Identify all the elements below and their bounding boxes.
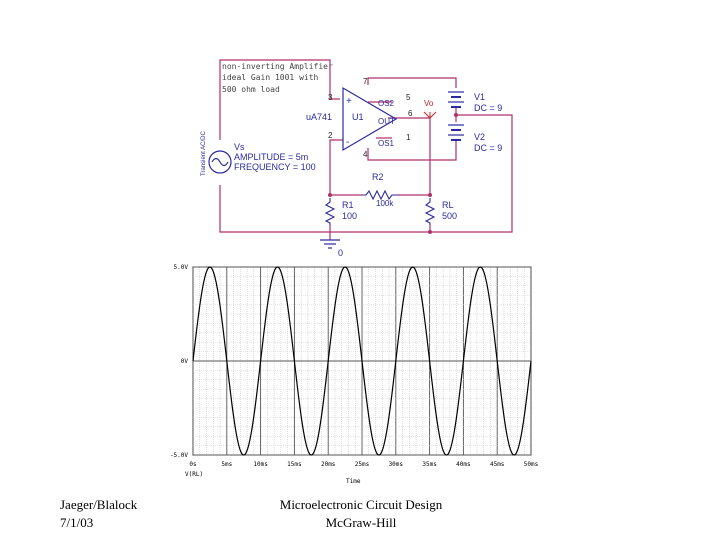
opamp-pin2: 2 xyxy=(328,131,333,140)
resistor-r2-icon xyxy=(362,189,398,201)
probe-label: Vo xyxy=(424,99,434,108)
footer-date: 7/1/03 xyxy=(60,515,94,530)
x-tick-label: 45ms xyxy=(490,461,505,468)
x-tick-label: 10ms xyxy=(253,461,268,468)
opamp-ref-label: U1 xyxy=(352,112,364,122)
opamp-minus-sign: - xyxy=(346,137,349,148)
vs-frequency: FREQUENCY = 100 xyxy=(234,162,316,172)
vs-side-label: Transient AC/DC xyxy=(201,131,207,176)
schematic-title-line-2: ideal Gain 1001 with xyxy=(222,73,319,82)
opamp-u1 xyxy=(342,86,398,152)
x-tick-label: 50ms xyxy=(524,461,539,468)
series-line xyxy=(192,266,532,456)
vs-amplitude: AMPLITUDE = 5m xyxy=(234,152,308,162)
ground-icon xyxy=(320,239,340,249)
legend-entry: V(RL) xyxy=(185,471,203,478)
opamp-plus-sign: + xyxy=(346,96,352,107)
plot-axes: 0s 5ms 10ms 15ms 20ms 25ms 30ms 35ms 40ms 45ms 50m… xyxy=(170,264,539,468)
circuit-schematic: non-inverting Amplifier ideal Gain 1001 … xyxy=(201,59,513,258)
x-tick-label: 0s xyxy=(189,461,197,468)
opamp-pin6: 6 xyxy=(408,109,413,118)
x-tick-label: 15ms xyxy=(287,461,302,468)
x-axis-label: Time xyxy=(346,478,361,485)
opamp-pin1: 1 xyxy=(406,133,411,142)
schematic-title-line-1: non-inverting Amplifier xyxy=(222,62,333,71)
opamp-model-label: uA741 xyxy=(306,112,332,122)
battery-v1-icon xyxy=(448,91,464,108)
wires xyxy=(219,59,513,240)
footer-left: Jaeger/Blalock 7/1/03 xyxy=(60,496,137,532)
y-tick-label: 0V xyxy=(181,358,189,365)
footer-center: Microelectronic Circuit Design McGraw-Hi… xyxy=(266,496,456,532)
footer-authors: Jaeger/Blalock xyxy=(60,497,138,512)
ground-label: 0 xyxy=(338,248,343,258)
y-tick-label: -5.0V xyxy=(170,452,188,459)
battery-v2-icon xyxy=(448,124,464,141)
ac-source-icon xyxy=(208,150,232,174)
x-tick-label: 40ms xyxy=(456,461,471,468)
opamp-pin7: 7 xyxy=(363,77,368,86)
schematic-title-line-3: 500 ohm load xyxy=(222,85,280,94)
r2-value: 100k xyxy=(376,199,394,208)
opamp-pin4: 4 xyxy=(363,150,368,159)
junction-dots xyxy=(328,113,458,234)
v1-name: V1 xyxy=(474,92,485,102)
resistor-r1-icon xyxy=(324,198,336,225)
plot-grid xyxy=(192,266,532,456)
x-tick-label: 25ms xyxy=(355,461,370,468)
v1-value: DC = 9 xyxy=(474,103,502,113)
v2-name: V2 xyxy=(474,132,485,142)
vs-name: Vs xyxy=(234,142,245,152)
rl-name: RL xyxy=(442,200,454,210)
voltage-probe-icon xyxy=(423,111,437,119)
x-tick-label: 35ms xyxy=(422,461,437,468)
opamp-pin5: 5 xyxy=(406,93,411,102)
x-tick-label: 5ms xyxy=(221,461,232,468)
y-tick-label: 5.0V xyxy=(174,264,189,271)
footer-publisher: McGraw-Hill xyxy=(325,515,397,530)
x-tick-label: 30ms xyxy=(389,461,404,468)
rl-value: 500 xyxy=(442,211,457,221)
r1-value: 100 xyxy=(342,211,357,221)
opamp-pin3: 3 xyxy=(328,93,333,102)
opamp-os1-label: OS1 xyxy=(378,139,395,148)
opamp-os2-label: OS2 xyxy=(378,99,395,108)
x-tick-label: 20ms xyxy=(321,461,336,468)
resistor-rl-icon xyxy=(424,198,436,225)
v2-value: DC = 9 xyxy=(474,143,502,153)
opamp-out-label: OUT xyxy=(378,117,395,126)
r2-name: R2 xyxy=(372,172,384,182)
r1-name: R1 xyxy=(342,200,354,210)
footer-book-title: Microelectronic Circuit Design xyxy=(279,497,443,512)
